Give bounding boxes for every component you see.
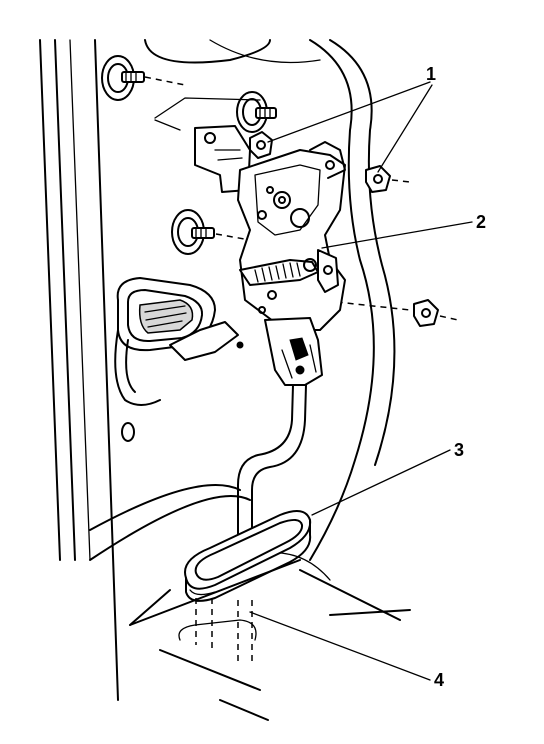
- body-panel: [39, 39, 411, 721]
- cable-grommet: [178, 510, 312, 665]
- release-cable: [237, 384, 307, 553]
- hood-latch-assembly: [154, 97, 346, 386]
- callout-leaders: [249, 81, 473, 681]
- callout-3: 3: [454, 440, 464, 460]
- callout-2: 2: [476, 212, 486, 232]
- release-handle: [114, 277, 244, 442]
- latch-bolts: [121, 71, 277, 241]
- latch-nuts: [249, 131, 459, 327]
- callout-4: 4: [434, 670, 444, 690]
- callout-1: 1: [426, 64, 436, 84]
